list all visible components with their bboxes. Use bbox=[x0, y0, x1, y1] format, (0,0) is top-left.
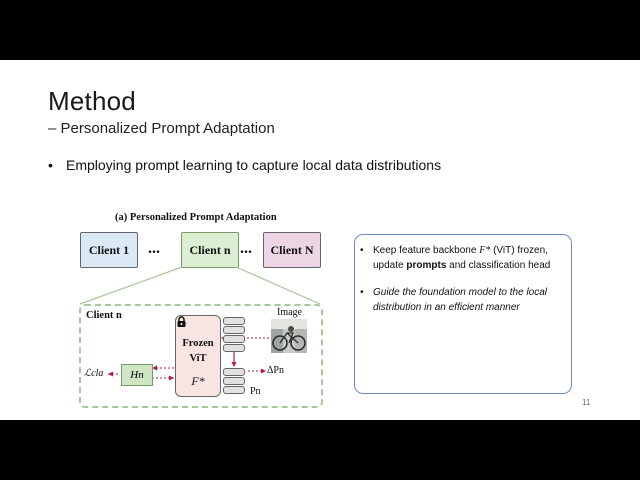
bicycle-image bbox=[271, 319, 307, 353]
lock-icon bbox=[177, 316, 186, 327]
ellipsis-right: ... bbox=[240, 240, 252, 257]
diagram-title: (a) Personalized Prompt Adaptation bbox=[115, 212, 277, 223]
prompt-layer bbox=[223, 368, 245, 376]
prompt-label: Pn bbox=[250, 386, 261, 397]
arrowhead-vit bbox=[169, 375, 174, 381]
frozen-vit-block: Frozen ViT F* bbox=[175, 315, 221, 397]
vit-label: ViT bbox=[189, 353, 207, 364]
note-item-2: • Guide the foundation model to the loca… bbox=[360, 285, 565, 315]
image-label: Image bbox=[277, 307, 302, 318]
arrowhead-head bbox=[152, 365, 157, 371]
token-layer bbox=[223, 335, 245, 343]
arrowhead-delta bbox=[261, 368, 266, 374]
token-layer bbox=[223, 326, 245, 334]
client-1-box: Client 1 bbox=[80, 232, 138, 268]
client-N-box: Client N bbox=[263, 232, 321, 268]
loss-label: ℒcla bbox=[84, 368, 104, 379]
note-bullet: • bbox=[360, 287, 364, 298]
frozen-label: Frozen bbox=[182, 338, 214, 349]
slide: Method – Personalized Prompt Adaptation … bbox=[0, 60, 640, 420]
prompt-layer bbox=[223, 377, 245, 385]
panel-label: Client n bbox=[86, 310, 122, 321]
note-item-1: • Keep feature backbone F* (ViT) frozen,… bbox=[360, 243, 565, 273]
prompt-layer bbox=[223, 386, 245, 394]
page-number: 11 bbox=[582, 398, 591, 407]
note-text: Guide the foundation model to the local … bbox=[373, 287, 548, 313]
note-box bbox=[354, 234, 572, 394]
ellipsis-left: ... bbox=[148, 240, 160, 257]
token-layer bbox=[223, 344, 245, 352]
note-text: (ViT) frozen, update bbox=[373, 245, 548, 271]
note-bullet: • bbox=[360, 245, 364, 256]
note-text: Keep feature backbone bbox=[373, 245, 480, 256]
backbone-symbol: F* bbox=[191, 374, 205, 388]
note-symbol: F* bbox=[479, 245, 491, 256]
client-n-panel bbox=[79, 304, 323, 408]
slide-subtitle: – Personalized Prompt Adaptation bbox=[48, 120, 275, 137]
note-text: and classification head bbox=[446, 260, 551, 271]
token-layer bbox=[223, 317, 245, 325]
expand-line-left bbox=[79, 266, 183, 305]
slide-title: Method bbox=[48, 86, 136, 116]
arrowhead-prompt bbox=[231, 362, 237, 367]
note-bold-text: prompts bbox=[406, 260, 447, 271]
bullet-item: • Employing prompt learning to capture lo… bbox=[48, 157, 441, 173]
arrowhead-loss bbox=[108, 371, 113, 377]
classification-head: Hn bbox=[121, 364, 153, 386]
delta-prompt-label: ΔPn bbox=[267, 365, 284, 376]
bullet-dot: • bbox=[48, 157, 53, 173]
diagram-connectors bbox=[79, 266, 321, 381]
bullet-text: Employing prompt learning to capture loc… bbox=[66, 157, 442, 173]
client-n-box: Client n bbox=[181, 232, 239, 268]
expand-line-right bbox=[235, 266, 321, 305]
